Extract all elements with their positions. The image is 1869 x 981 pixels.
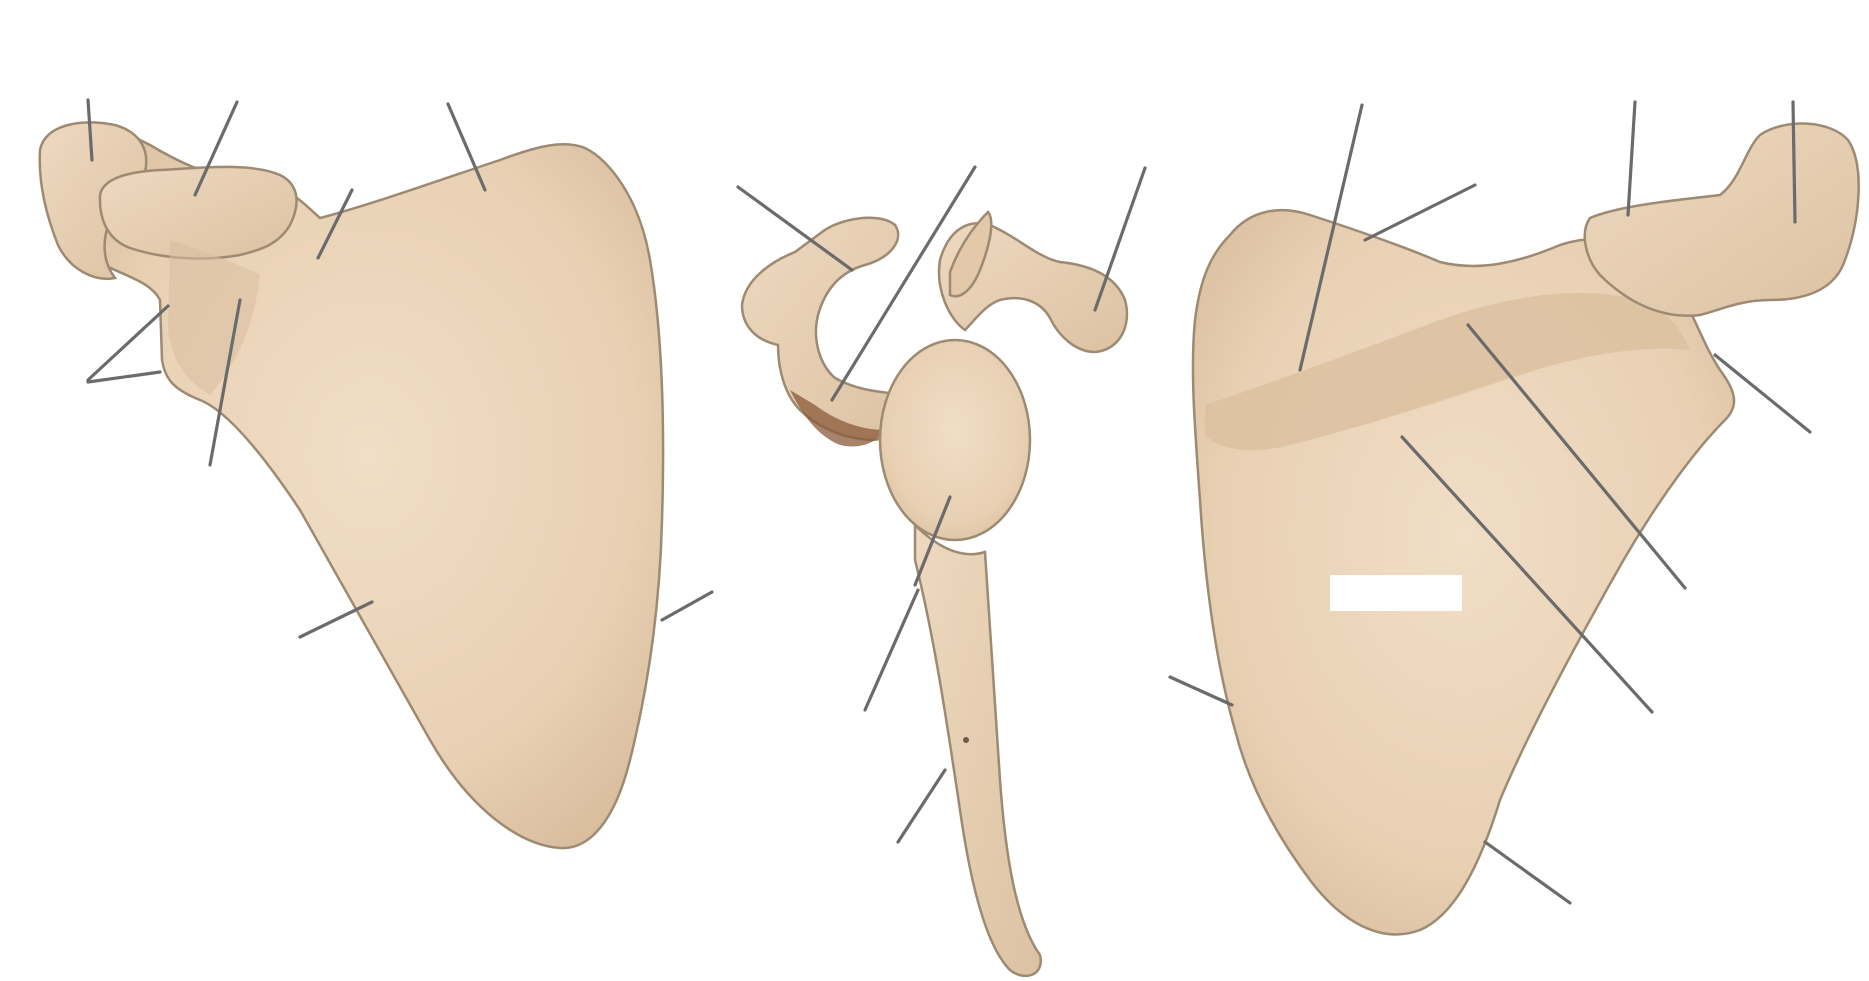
posterior-leader-2 [1365,185,1475,240]
posterior-acromion [1585,124,1859,316]
lateral-leader-6 [898,770,945,842]
posterior-leader-4 [1793,102,1795,222]
posterior-view [1170,102,1859,934]
label-cover-box [1330,575,1462,611]
posterior-leader-3 [1628,102,1635,215]
anterior-leader-9 [662,592,712,620]
lateral-border [915,525,1041,976]
anterior-view [40,100,712,848]
anterior-leader-6 [88,372,160,382]
lateral-leader-5 [865,590,918,710]
posterior-leader-9 [1485,842,1570,903]
anterior-leader-5 [88,306,168,380]
lateral-view [738,167,1145,976]
lateral-glenoid-cavity [880,340,1030,540]
anterior-coracoid [100,167,297,259]
lateral-foramen-dot [963,737,969,743]
